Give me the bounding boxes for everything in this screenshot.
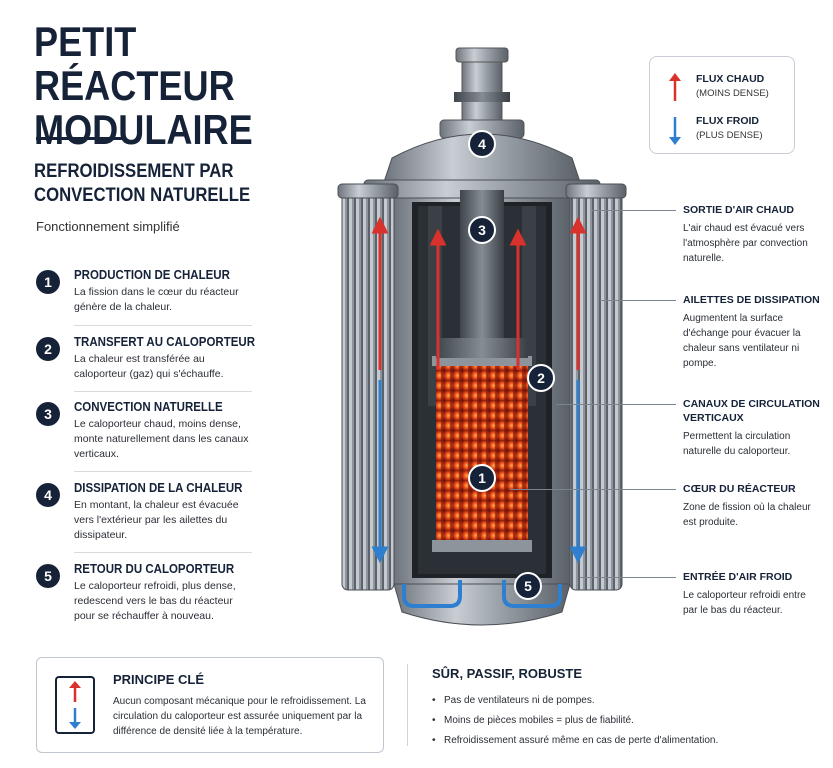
step-number: 1 — [36, 270, 60, 294]
step-divider — [74, 471, 252, 472]
leader-line — [510, 489, 676, 490]
arrow-down-icon — [669, 117, 681, 145]
step-divider — [74, 391, 252, 392]
circulation-icon — [55, 676, 95, 734]
page-title: PETIT RÉACTEUR MODULAIRE — [34, 18, 253, 153]
principle-description: Aucun composant mécanique pour le refroi… — [113, 696, 366, 737]
section-divider — [407, 664, 408, 746]
key-principle-box: PRINCIPE CLÉ Aucun composant mécanique p… — [36, 657, 384, 753]
callout-description: Permettent la circulation naturelle du c… — [683, 431, 791, 457]
callout-title: ENTRÉE D'AIR FROID — [683, 571, 793, 583]
callout-title: AILETTES DE DISSIPATION — [683, 294, 820, 306]
callout-description: Augmentent la surface d'échange pour éva… — [683, 313, 801, 369]
step-number: 4 — [36, 483, 60, 507]
legend-cold-subtitle: (PLUS DENSE) — [696, 130, 763, 141]
step-title: RETOUR DU CALOPORTEUR — [74, 562, 235, 576]
marker-3: 3 — [478, 222, 486, 238]
callout-cold-air-inlet: ENTRÉE D'AIR FROID Le caloporteur refroi… — [683, 570, 823, 618]
leader-line — [592, 210, 676, 211]
intro-text: Fonctionnement simplifié — [36, 219, 180, 234]
safety-list: •Pas de ventilateurs ni de pompes. •Moin… — [432, 691, 812, 751]
list-item: •Pas de ventilateurs ni de pompes. — [432, 695, 595, 706]
step-description: Le caloporteur refroidi, plus dense, red… — [74, 580, 236, 622]
callout-description: L'air chaud est évacué vers l'atmosphère… — [683, 223, 808, 264]
callout-channels: CANAUX DE CIRCULATION VERTICAUX Permette… — [683, 397, 823, 459]
legend-hot: FLUX CHAUD (MOINS DENSE) — [650, 69, 794, 109]
callout-title: CANAUX DE CIRCULATION VERTICAUX — [683, 398, 820, 424]
list-item: •Refroidissement assuré même en cas de p… — [432, 735, 719, 746]
flow-legend: FLUX CHAUD (MOINS DENSE) FLUX FROID (PLU… — [649, 56, 795, 154]
list-item-text: Refroidissement assuré même en cas de pe… — [444, 735, 719, 746]
leader-line — [580, 577, 676, 578]
leader-line — [600, 300, 676, 301]
legend-hot-subtitle: (MOINS DENSE) — [696, 88, 769, 99]
step-title: PRODUCTION DE CHALEUR — [74, 268, 230, 282]
step-divider — [74, 552, 252, 553]
marker-1: 1 — [478, 470, 486, 486]
safety-section: SÛR, PASSIF, ROBUSTE •Pas de ventilateur… — [432, 666, 812, 751]
step-number: 2 — [36, 337, 60, 361]
list-item: •Moins de pièces mobiles = plus de fiabi… — [432, 715, 634, 726]
marker-2: 2 — [537, 370, 545, 386]
safety-title: SÛR, PASSIF, ROBUSTE — [432, 666, 583, 681]
callout-fins: AILETTES DE DISSIPATION Augmentent la su… — [683, 293, 823, 371]
step-description: En montant, la chaleur est évacuée vers … — [74, 499, 239, 541]
callout-hot-air-outlet: SORTIE D'AIR CHAUD L'air chaud est évacu… — [683, 203, 823, 266]
callout-title: CŒUR DU RÉACTEUR — [683, 483, 796, 495]
step-number: 3 — [36, 402, 60, 426]
step-title: DISSIPATION DE LA CHALEUR — [74, 481, 243, 495]
legend-cold-title: FLUX FROID — [696, 115, 759, 127]
leader-line — [556, 404, 676, 405]
step-title: TRANSFERT AU CALOPORTEUR — [74, 335, 256, 349]
page-subtitle: REFROIDISSEMENT PAR CONVECTION NATURELLE — [34, 161, 251, 206]
arrow-up-icon — [669, 73, 681, 101]
marker-5: 5 — [524, 578, 532, 594]
callout-description: Le caloporteur refroidi entre par le bas… — [683, 590, 806, 616]
step-description: Le caloporteur chaud, moins dense, monte… — [74, 418, 249, 460]
marker-4: 4 — [478, 136, 486, 152]
reactor-diagram: 4 3 2 1 5 — [337, 47, 627, 626]
principle-title: PRINCIPE CLÉ — [113, 672, 205, 687]
step-number: 5 — [36, 564, 60, 588]
step-title: CONVECTION NATURELLE — [74, 400, 223, 414]
step-description: La chaleur est transférée au caloporteur… — [74, 353, 224, 380]
reactor-illustration: 4 3 2 1 5 — [300, 40, 640, 645]
callout-description: Zone de fission où la chaleur est produi… — [683, 502, 811, 528]
legend-cold: FLUX FROID (PLUS DENSE) — [650, 111, 794, 151]
step-description: La fission dans le cœur du réacteur génè… — [74, 286, 239, 313]
callout-title: SORTIE D'AIR CHAUD — [683, 204, 794, 216]
callout-core: CŒUR DU RÉACTEUR Zone de fission où la c… — [683, 482, 823, 530]
legend-hot-title: FLUX CHAUD — [696, 73, 765, 85]
list-item-text: Moins de pièces mobiles = plus de fiabil… — [444, 715, 634, 726]
step-divider — [74, 325, 252, 326]
title-underline — [36, 137, 126, 140]
list-item-text: Pas de ventilateurs ni de pompes. — [444, 695, 595, 706]
